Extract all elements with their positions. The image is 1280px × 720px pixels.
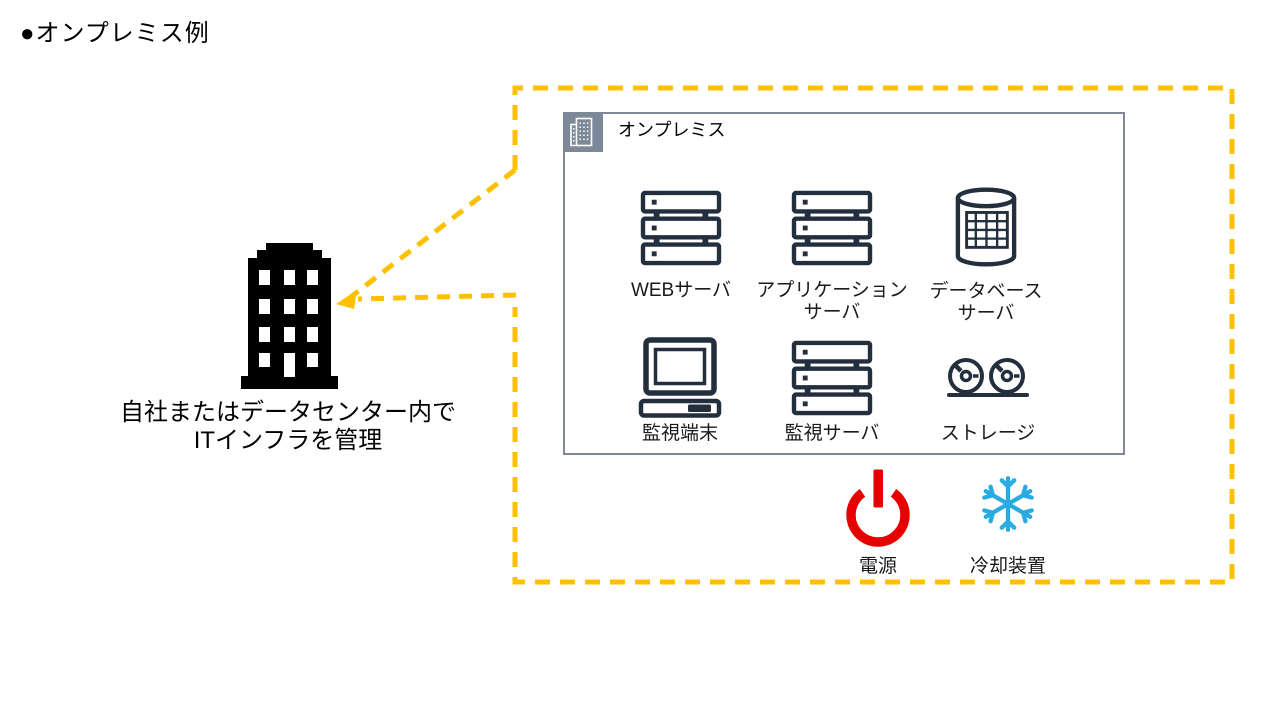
- node-label: 監視端末: [641, 423, 718, 444]
- onprem-label: オンプレミス: [618, 120, 726, 140]
- callout-arrowhead-icon: [336, 290, 357, 309]
- database-icon: [955, 187, 1017, 267]
- power-label: 電源: [858, 556, 897, 577]
- building-caption: 自社またはデータセンター内で ITインフラを管理: [93, 399, 483, 455]
- node-database-server: データベース サーバ: [896, 187, 1076, 325]
- node-label: WEBサーバ: [630, 280, 732, 301]
- callout-line-lower: [357, 292, 517, 302]
- company-building-icon: [241, 243, 338, 389]
- cooling-label: 冷却装置: [969, 556, 1046, 577]
- callout-line-upper: [350, 168, 517, 298]
- node-label: アプリケーション サーバ: [756, 280, 908, 323]
- onprem-badge: [563, 112, 603, 152]
- slide-title: ●オンプレミス例: [20, 20, 210, 47]
- node-power: 電源: [788, 467, 968, 578]
- node-label: ストレージ: [940, 423, 1036, 444]
- building-caption-line1: 自社またはデータセンター内で: [120, 399, 456, 426]
- tape-storage-icon: [947, 358, 1029, 397]
- server-icon: [640, 190, 722, 266]
- monitor-icon: [638, 337, 722, 418]
- node-monitoring-server: 監視サーバ: [742, 340, 922, 445]
- node-application-server: アプリケーション サーバ: [742, 190, 922, 324]
- server-icon: [791, 190, 873, 266]
- building-caption-line2: ITインフラを管理: [193, 427, 383, 454]
- node-storage: ストレージ: [898, 357, 1078, 445]
- node-label: 監視サーバ: [784, 423, 880, 444]
- node-monitoring-terminal: 監視端末: [590, 337, 770, 445]
- node-web-server: WEBサーバ: [591, 190, 771, 302]
- node-cooling: 冷却装置: [918, 472, 1098, 578]
- server-icon: [791, 340, 873, 416]
- power-icon: [846, 469, 910, 547]
- onprem-building-icon: [570, 117, 593, 147]
- node-label: データベース サーバ: [929, 281, 1043, 324]
- snowflake-icon: [982, 476, 1034, 532]
